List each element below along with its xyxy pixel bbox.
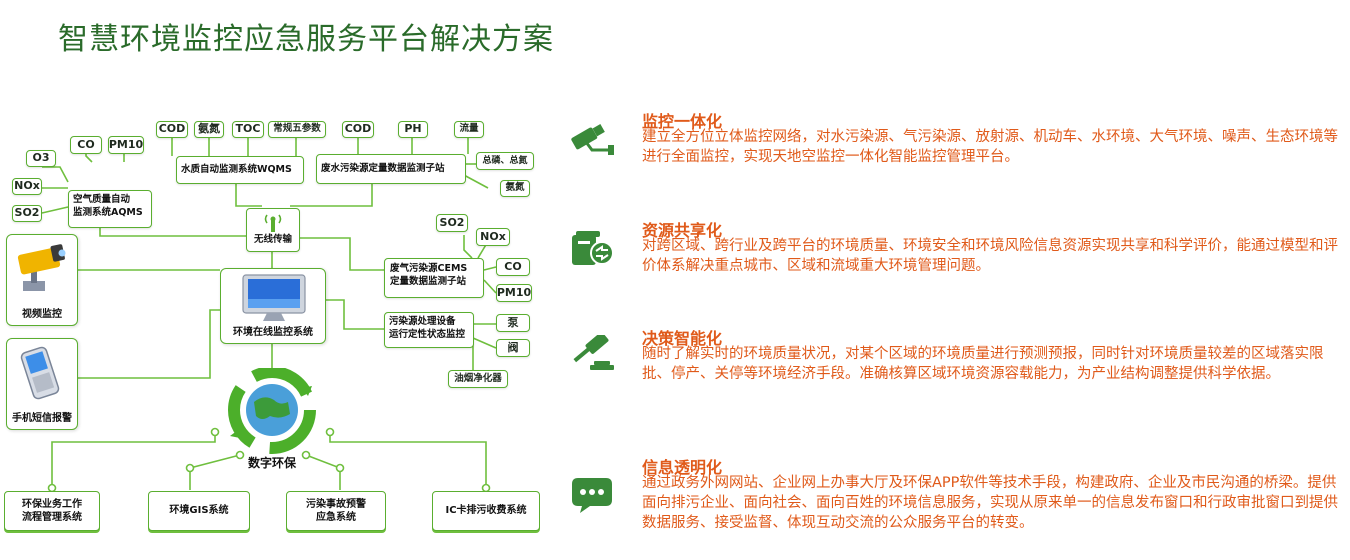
monitoring-architecture-diagram: CO PM10 O3 NOx SO2 空气质量自动 监测系统AQMS COD 氨… (0, 110, 560, 560)
aqms-system-box: 空气质量自动 监测系统AQMS (68, 190, 152, 228)
treatment-system-box: 污染源处理设备 运行定性状态监控 (384, 312, 474, 348)
wastewater-param-flow: 流量 (454, 121, 484, 138)
treatment-param-fume: 油烟净化器 (448, 370, 508, 388)
digital-env-label: 数字环保 (247, 456, 296, 470)
wastewater-system-box: 废水污染源定量数据监测子站 (316, 154, 466, 184)
wastewater-param-p-n: 总磷、总氮 (476, 152, 534, 170)
wireless-label: 无线传输 (253, 234, 292, 245)
workflow-system-box: 环保业务工作 流程管理系统 (4, 491, 100, 531)
feature-title: 资源共享化 (642, 221, 723, 240)
feature-desc: 对跨区域、跨行业及跨平台的环境质量、环境安全和环境风险信息资源实现共享和科学评价… (642, 238, 1338, 274)
feature-decision: 决策智能化 随时了解实时的环境质量状况，对某个区域的环境质量进行预测预报，同时针… (560, 325, 1350, 415)
mobile-phone-icon (20, 346, 60, 400)
feature-monitoring: 监控一体化 建立全方位立体监控网络，对水污染源、气污染源、放射源、机动车、水环境… (560, 108, 1350, 178)
aqms-param-co: CO (70, 136, 102, 154)
emergency-system-box: 污染事故预警 应急系统 (286, 491, 386, 531)
wastewater-param-ph: PH (398, 121, 428, 138)
aqms-param-nox: NOx (12, 178, 42, 195)
aqms-param-pm10: PM10 (108, 136, 144, 154)
page-title: 智慧环境监控应急服务平台解决方案 (58, 22, 554, 57)
gavel-icon (573, 335, 614, 370)
sms-alarm-panel: 手机短信报警 (6, 338, 78, 430)
wqms-param-cod: COD (156, 121, 188, 138)
feature-transparency: 信息透明化 通过政务外网网站、企业网上办事大厅及环保APP软件等技术手段，构建政… (560, 454, 1350, 560)
treatment-param-pump: 泵 (496, 314, 530, 332)
online-monitoring-label: 环境在线监控系统 (233, 327, 313, 338)
cems-system-box: 废气污染源CEMS 定量数据监测子站 (384, 258, 484, 298)
wireless-antenna-icon (264, 214, 282, 232)
recycle-globe-icon (228, 368, 316, 454)
treatment-param-valve: 阀 (496, 339, 530, 357)
feature-title: 决策智能化 (642, 329, 723, 348)
aqms-param-o3: O3 (26, 150, 56, 167)
surveillance-camera-icon (571, 124, 614, 155)
feature-desc: 建立全方位立体监控网络，对水污染源、气污染源、放射源、机动车、水环境、大气环境、… (642, 129, 1338, 165)
online-monitoring-panel: 环境在线监控系统 (220, 268, 326, 344)
shared-resources-icon (572, 231, 614, 265)
feature-desc: 通过政务外网网站、企业网上办事大厅及环保APP软件等技术手段，构建政府、企业及市… (642, 475, 1338, 531)
video-monitoring-panel: 视频监控 (6, 234, 78, 326)
video-monitoring-label: 视频监控 (22, 309, 62, 320)
sms-alarm-label: 手机短信报警 (12, 413, 72, 424)
feature-sharing: 资源共享化 对跨区域、跨行业及跨平台的环境质量、环境安全和环境风险信息资源实现共… (560, 217, 1350, 287)
wqms-param-ammonia: 氨氮 (194, 121, 224, 138)
cems-param-pm10: PM10 (496, 284, 532, 302)
connector-lines (41, 135, 497, 493)
security-camera-icon (17, 244, 66, 291)
cems-param-co: CO (496, 258, 530, 276)
wqms-param-toc: TOC (232, 121, 264, 138)
wastewater-param-cod: COD (342, 121, 374, 138)
wqms-system-box: 水质自动监测系统WQMS (176, 156, 304, 184)
wireless-box: 无线传输 (246, 208, 300, 252)
feature-title: 信息透明化 (642, 458, 723, 477)
chat-bubble-icon (572, 478, 612, 513)
cems-param-so2: SO2 (436, 214, 468, 232)
wqms-param-five: 常规五参数 (268, 121, 326, 138)
aqms-param-so2: SO2 (12, 205, 42, 222)
feature-title: 监控一体化 (642, 112, 723, 131)
computer-monitor-icon (242, 274, 306, 321)
feature-desc: 随时了解实时的环境质量状况，对某个区域的环境质量进行预测预报，同时针对环境质量较… (642, 346, 1324, 382)
cems-param-nox: NOx (476, 228, 510, 246)
wastewater-param-ammonia: 氨氮 (500, 180, 530, 197)
ic-card-system-box: IC卡排污收费系统 (432, 491, 540, 531)
gis-system-box: 环境GIS系统 (148, 491, 250, 531)
